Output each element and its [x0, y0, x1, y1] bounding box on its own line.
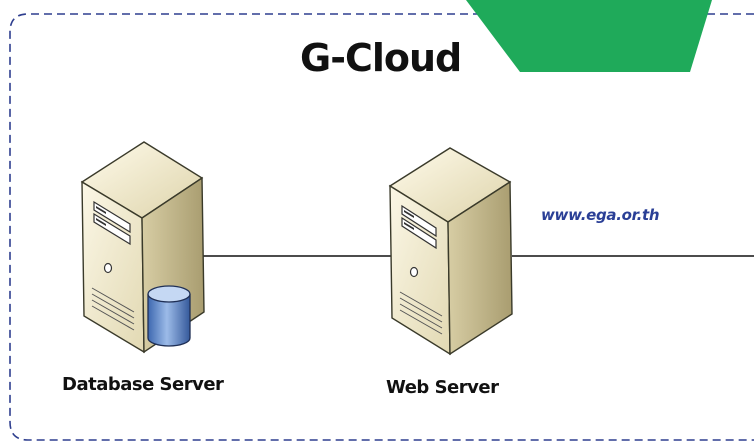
- green-accent-tab: [466, 0, 712, 72]
- g-cloud-boundary: [9, 13, 754, 441]
- diagram-title: G-Cloud: [300, 36, 462, 80]
- database-server-icon: [80, 141, 205, 354]
- web-server-icon: [388, 147, 513, 356]
- web-server-label: Web Server: [386, 377, 499, 398]
- internet-url-label[interactable]: www.ega.or.th: [541, 206, 660, 224]
- database-server-label: Database Server: [62, 374, 224, 395]
